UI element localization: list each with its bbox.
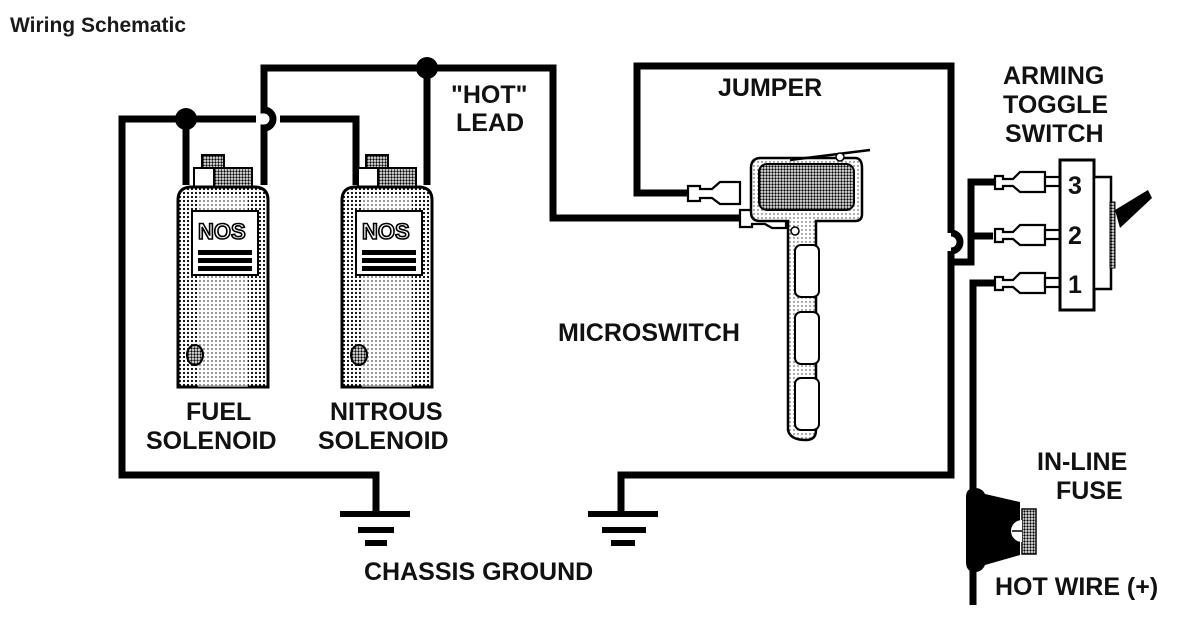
- nitrous-label-line1: NITROUS: [330, 398, 443, 426]
- arming-label-line1: ARMING: [1003, 62, 1104, 90]
- nitrous-solenoid: NOS: [340, 154, 434, 389]
- wire-jumper-hop: [950, 229, 964, 255]
- junction-dot: [175, 108, 197, 130]
- terminal-3-label: 3: [1068, 172, 1082, 200]
- terminal-1-label: 1: [1068, 271, 1082, 299]
- hot-lead-label-line2: LEAD: [456, 109, 524, 137]
- hot-lead-label-line1: "HOT": [451, 81, 527, 109]
- inline-fuse-label-line1: IN-LINE: [1037, 448, 1127, 476]
- microswitch: [686, 148, 871, 442]
- nitrous-label-line2: SOLENOID: [318, 427, 449, 455]
- wire-hop: [260, 64, 427, 185]
- ground-symbol-left: [340, 511, 410, 546]
- fuel-solenoid: NOS: [176, 154, 270, 389]
- fuel-label-line1: FUEL: [186, 398, 251, 426]
- nos-logo: NOS: [198, 219, 246, 244]
- inline-fuse: [966, 488, 1037, 572]
- arming-label-line3: SWITCH: [1005, 120, 1104, 148]
- arming-label-line2: TOGGLE: [1003, 91, 1108, 119]
- chassis-ground-label: CHASSIS GROUND: [364, 558, 593, 586]
- microswitch-label: MICROSWITCH: [558, 319, 740, 347]
- terminal-connector: [993, 170, 1065, 194]
- wire-terminal-3: [967, 178, 995, 240]
- wires: [118, 57, 995, 605]
- wire-solenoid-link: [186, 115, 360, 185]
- hot-wire-label: HOT WIRE (+): [995, 573, 1158, 601]
- arming-toggle-switch: 3 2 1: [993, 158, 1152, 312]
- terminal-2-label: 2: [1068, 222, 1082, 250]
- page-title: Wiring Schematic: [10, 14, 187, 37]
- terminal-connector: [993, 271, 1065, 295]
- wire-fuel-ground: [118, 115, 380, 512]
- ground-symbol-right: [588, 511, 658, 546]
- nos-logo: NOS: [362, 219, 410, 244]
- wire-hot-lead: [427, 64, 742, 222]
- wire-ground-right: [617, 251, 955, 512]
- junction-dot: [416, 57, 438, 79]
- wire-jumper: [633, 62, 955, 233]
- inline-fuse-label-line2: FUSE: [1056, 477, 1123, 505]
- terminal-connector: [993, 223, 1065, 247]
- fuel-label-line2: SOLENOID: [146, 427, 277, 455]
- jumper-label: JUMPER: [718, 74, 822, 102]
- wire-terminal-2-link: [954, 236, 975, 266]
